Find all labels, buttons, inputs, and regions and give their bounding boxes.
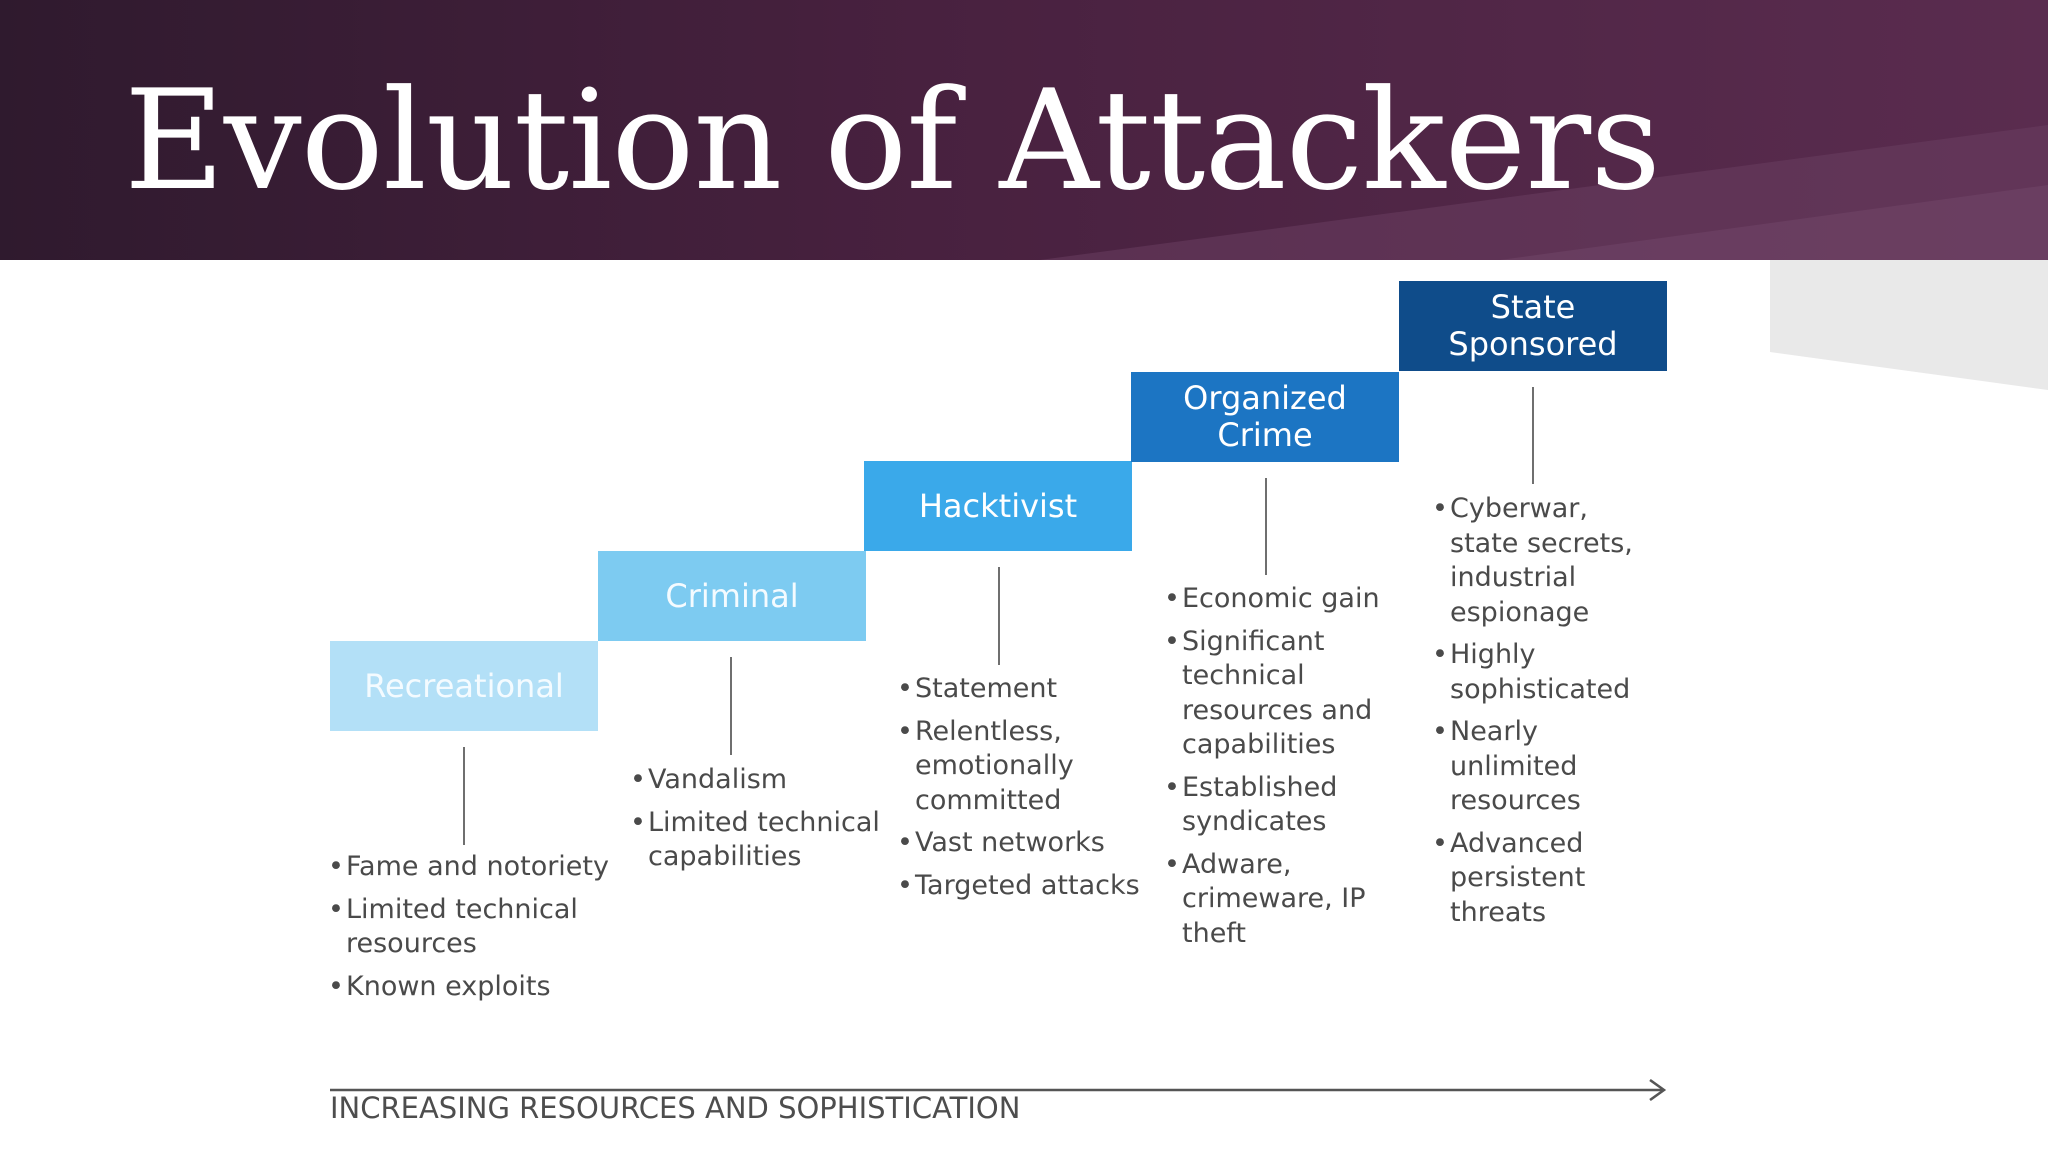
header-decoration — [1040, 125, 2048, 260]
trait-item: Established syndicates — [1164, 771, 1394, 840]
trait-item: Limited technical capabilities — [630, 806, 900, 875]
trait-item: Statement — [897, 672, 1152, 707]
trait-item: Limited technical resources — [328, 893, 618, 962]
tier-box-organized-crime: Organized Crime — [1131, 372, 1399, 462]
trait-item: Adware, crimeware, IP theft — [1164, 848, 1394, 952]
title-bar: Evolution of Attackers — [0, 0, 2048, 260]
trait-item: Cyberwar, state secrets, industrial espi… — [1432, 492, 1652, 630]
trait-item: Nearly unlimited resources — [1432, 715, 1652, 819]
attacker-evolution-diagram: Recreational Criminal Hacktivist Organiz… — [0, 260, 2048, 1152]
tier-box-recreational: Recreational — [330, 641, 598, 731]
tier-box-state-sponsored: State Sponsored — [1399, 281, 1667, 371]
criminal-traits-list: Vandalism Limited technical capabilities — [630, 763, 900, 883]
trait-item: Highly sophisticated — [1432, 638, 1652, 707]
connector-line — [730, 657, 732, 755]
trait-item: Significant technical resources and capa… — [1164, 625, 1394, 763]
connector-line — [1532, 387, 1534, 484]
tier-box-hacktivist: Hacktivist — [864, 461, 1132, 551]
slide-corner-decoration — [1770, 260, 2048, 390]
trait-item: Advanced persistent threats — [1432, 827, 1652, 931]
trait-item: Relentless, emotionally committed — [897, 715, 1152, 819]
trait-item: Targeted attacks — [897, 869, 1152, 904]
connector-line — [1265, 478, 1267, 575]
recreational-traits-list: Fame and notoriety Limited technical res… — [328, 850, 618, 1012]
trait-item: Known exploits — [328, 970, 618, 1005]
tier-box-criminal: Criminal — [598, 551, 866, 641]
trait-item: Economic gain — [1164, 582, 1394, 617]
connector-line — [998, 567, 1000, 665]
connector-line — [463, 747, 465, 845]
organized-crime-traits-list: Economic gain Significant technical reso… — [1164, 582, 1394, 959]
trait-item: Vast networks — [897, 826, 1152, 861]
hacktivist-traits-list: Statement Relentless, emotionally commit… — [897, 672, 1152, 911]
state-sponsored-traits-list: Cyberwar, state secrets, industrial espi… — [1432, 492, 1652, 938]
slide-title: Evolution of Attackers — [124, 60, 1661, 221]
trait-item: Vandalism — [630, 763, 900, 798]
progression-arrow — [330, 1078, 1667, 1102]
axis-label: INCREASING RESOURCES AND SOPHISTICATION — [330, 1091, 1021, 1125]
trait-item: Fame and notoriety — [328, 850, 618, 885]
